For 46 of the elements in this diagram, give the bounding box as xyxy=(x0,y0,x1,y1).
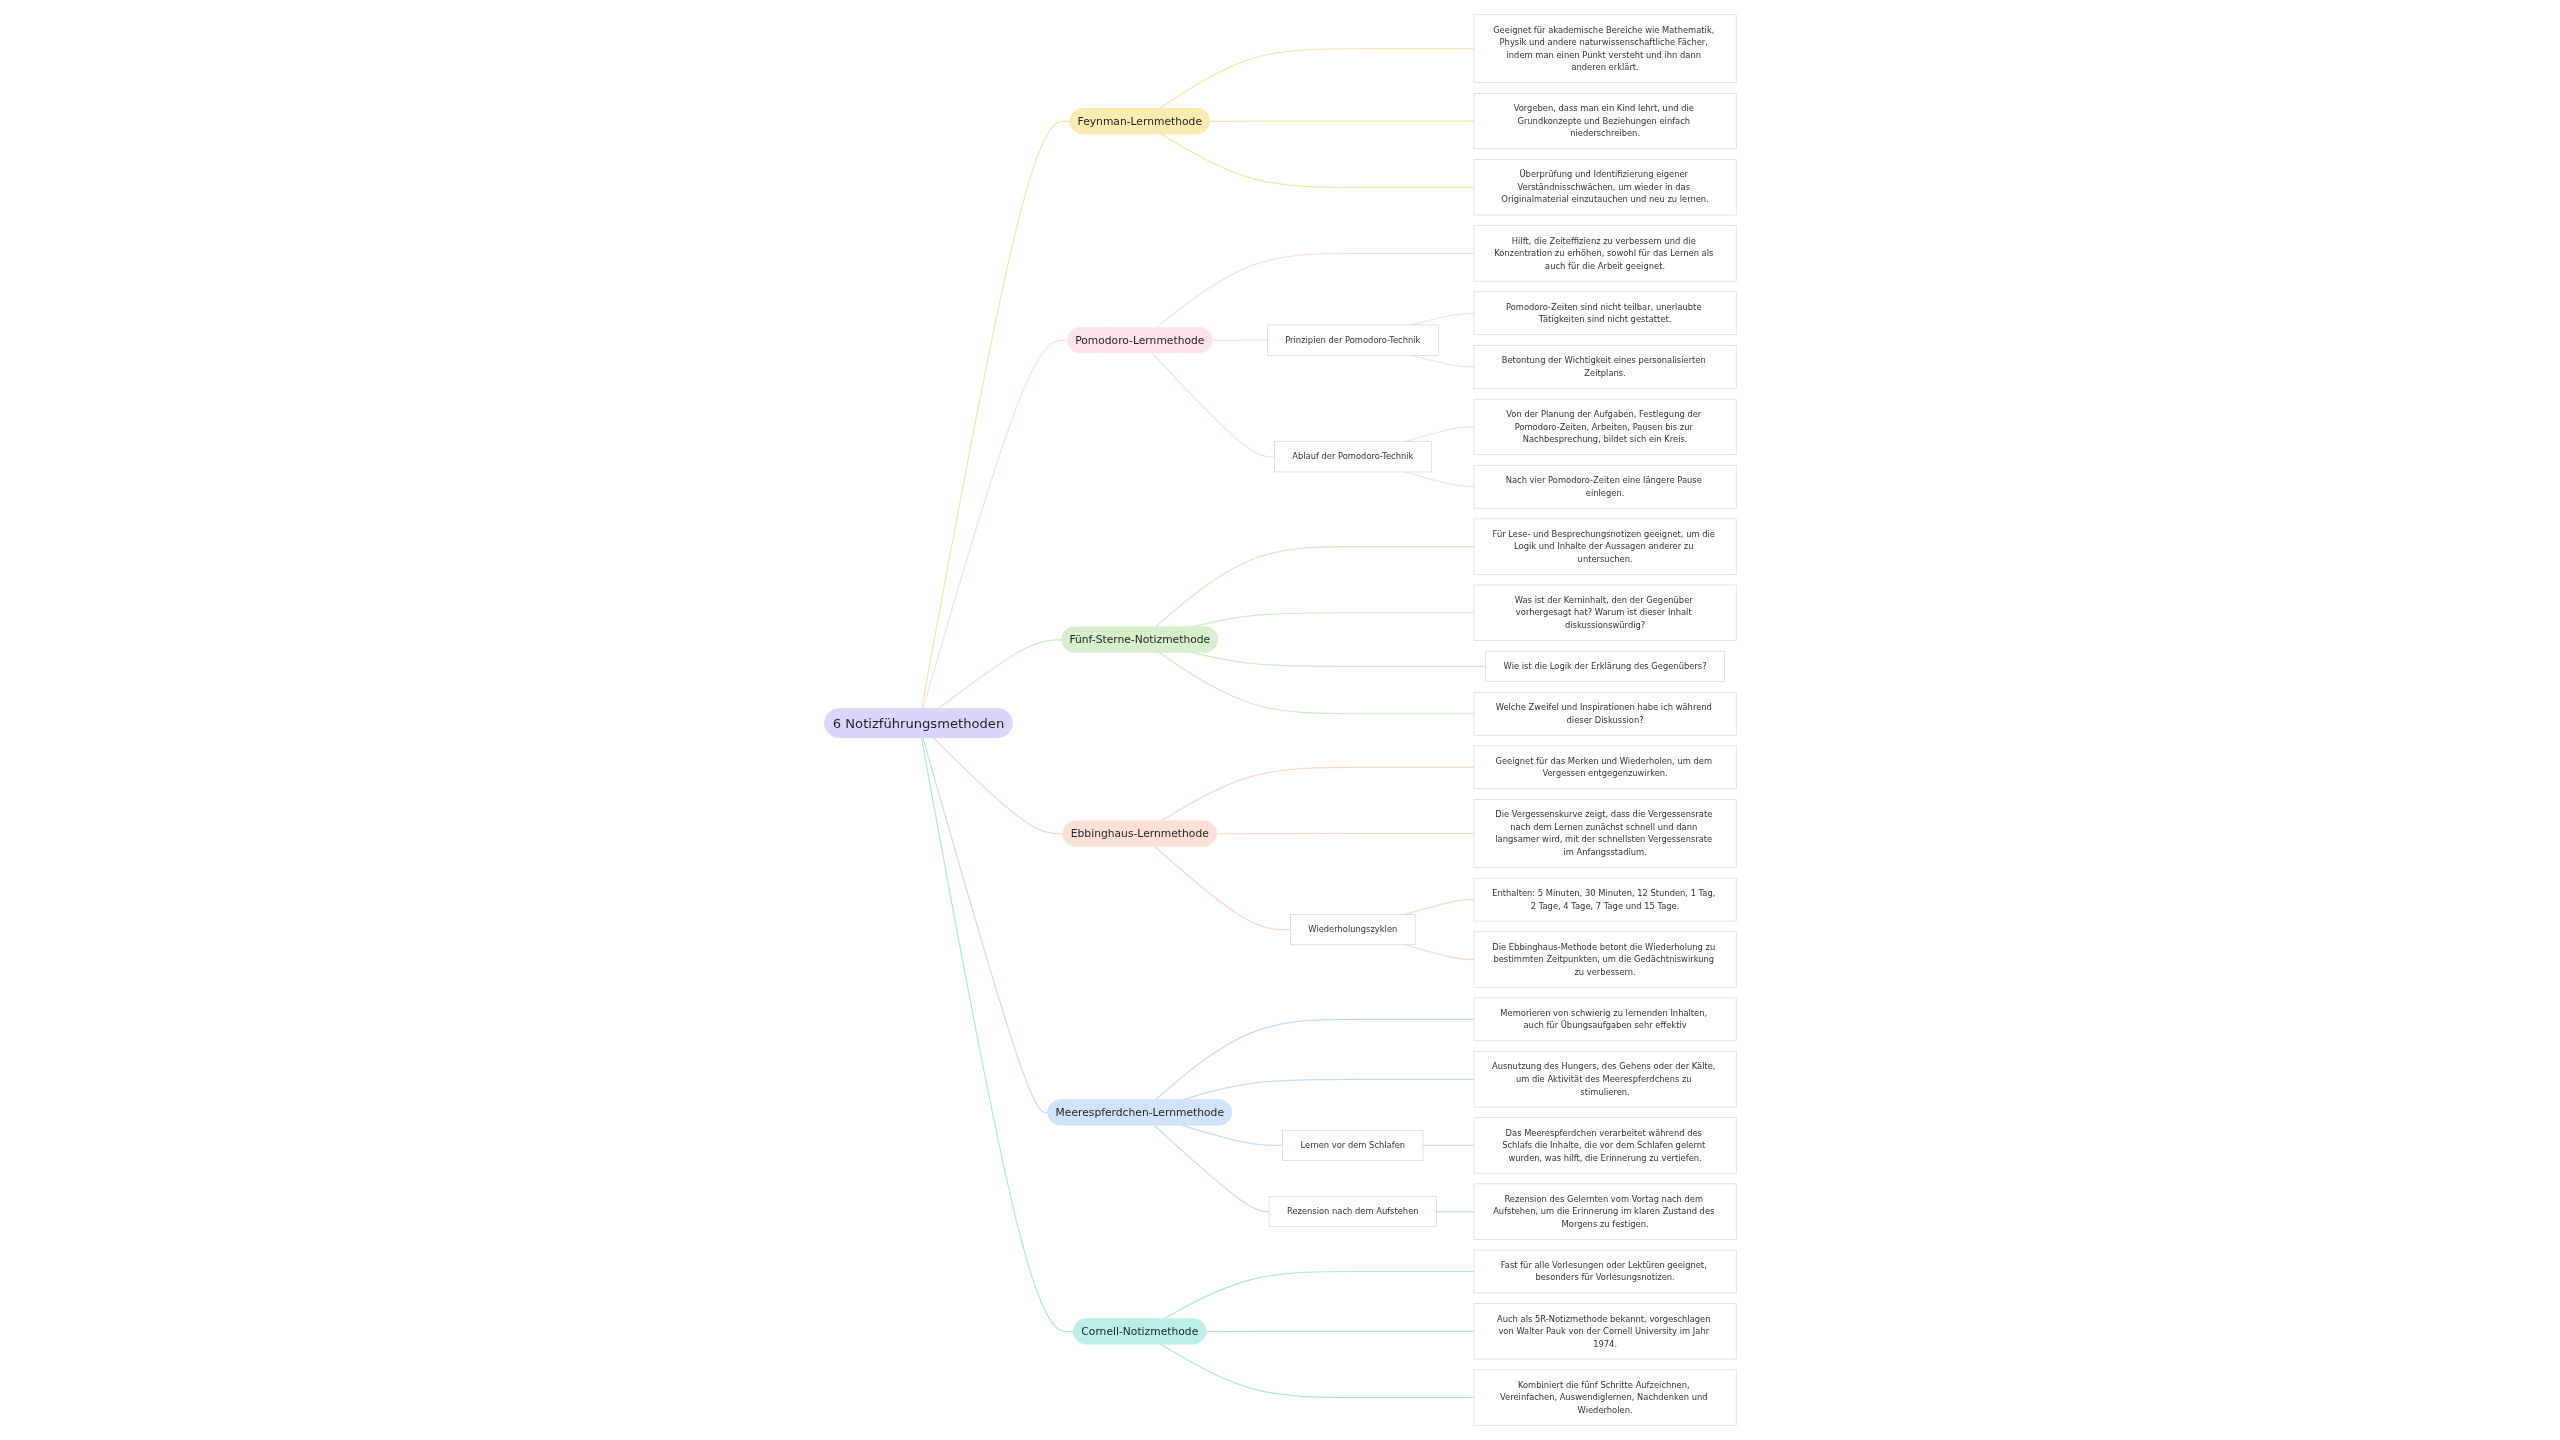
connector xyxy=(932,737,1064,835)
connector xyxy=(1159,133,1475,188)
connector xyxy=(1157,651,1475,715)
node-box: Ablauf der Pomodoro-Technik xyxy=(1273,441,1432,473)
connector xyxy=(1152,1124,1270,1213)
connector xyxy=(921,339,1068,710)
node-box: Hilft, die Zeiteffizienz zu verbessern und die Konzentration zu erhöhen, sowohl für das Lernen als auch für die Arbeit geeignet. xyxy=(1473,225,1736,282)
connector xyxy=(1153,546,1475,628)
connector xyxy=(1208,120,1475,123)
node-box: Fast für alle Vorlesungen oder Lektüren geeignet, besonders für Vorlesungsnotizen. xyxy=(1473,1249,1736,1294)
node-box: Für Lese- und Besprechungsnotizen geeignet, um die Logik und Inhalte der Aussagen anderer zu untersuchen. xyxy=(1473,518,1736,575)
connector xyxy=(1150,352,1275,458)
connector xyxy=(1159,1343,1475,1399)
node-box: Memorieren von schwierig zu lernenden Inhalten, auch für Übungsaufgaben sehr effektiv xyxy=(1473,997,1736,1042)
node-box: Auch als 5R-Notizmethode bekannt, vorgeschlagen von Walter Pauk von der Cornell University im Jahr 1974. xyxy=(1473,1303,1736,1360)
node-box: Rezension nach dem Aufstehen xyxy=(1268,1196,1437,1228)
node-box: Betontung der Wichtigkeit eines personalisierten Zeitplans. xyxy=(1473,345,1736,389)
connector xyxy=(1215,832,1475,835)
node-box: Wie ist die Logik der Erklärung des Gegenübers? xyxy=(1484,650,1725,682)
node-box: Prinzipien der Pomodoro-Technik xyxy=(1266,324,1439,356)
connector xyxy=(920,737,1075,1333)
node-box: Wiederholungszyklen xyxy=(1289,914,1415,946)
connector xyxy=(921,737,1049,1114)
node-box: Von der Planung der Aufgaben, Festlegung der Pomodoro-Zeiten, Arbeiten, Pausen bis zur Nachbesprechung, bildet sich ein Kreis. xyxy=(1473,398,1736,455)
connector xyxy=(920,120,1071,710)
node-box: Rezension des Gelernten vom Vortag nach dem Aufstehen, um die Erinnerung im klaren Zustand des Morgens zu festigen. xyxy=(1473,1183,1736,1240)
node-box: Die Vergessenskurve zeigt, dass die Vergessensrate nach dem Lernen zunächst schnell und dann langsamer wird, mit der schnellsten Vergessensrate im Anfangsstadium. xyxy=(1473,799,1736,868)
node-box: Das Meerespferdchen verarbeitet während des Schlafs die Inhalte, die vor dem Schlafen gelernt wurden, was hilft, die Erinnerung zu vertiefen. xyxy=(1473,1117,1736,1174)
node-box: Ausnutzung des Hungers, des Gehens oder der Kälte, um die Aktivität des Meerespferdchens zu stimulieren. xyxy=(1473,1051,1736,1108)
connector xyxy=(1153,1018,1475,1101)
node-box: Enthalten: 5 Minuten, 30 Minuten, 12 Stunden, 1 Tag, 2 Tage, 4 Tage, 7 Tage und 15 Tage. xyxy=(1473,877,1736,922)
node-box: Pomodoro-Zeiten sind nicht teilbar, unerlaubte Tätigkeiten sind nicht gestattet. xyxy=(1473,291,1736,336)
node-box: Was ist der Kerninhalt, den der Gegenüber vorhergesagt hat? Warum ist dieser Inhalt diskussionswürdig? xyxy=(1473,584,1736,641)
connector xyxy=(1421,1144,1475,1147)
connector xyxy=(1435,1211,1475,1213)
node-box: Kombiniert die fünf Schritte Aufzeichnen, Vereinfachen, Auswendiglernen, Nachdenken und Wiederholen. xyxy=(1473,1369,1736,1426)
node-box: Geeignet für das Merken und Wiederholen, um dem Vergessen entgegenzuwirken. xyxy=(1473,745,1736,790)
node-box: Welche Zweifel und Inspirationen habe ich während dieser Diskussion? xyxy=(1473,692,1736,736)
node-box: Überprüfung und Identifizierung eigener Verständnisschwächen, um wieder in das Originalmaterial einzutauchen und neu zu lernen. xyxy=(1473,159,1736,216)
node-box: Nach vier Pomodoro-Zeiten eine längere Pause einlegen. xyxy=(1473,464,1736,509)
node-box: Geeignet für akademische Bereiche wie Mathematik, Physik und andere naturwissenschaftliche Fächer, indem man einen Punkt versteht und ihn dann anderen erklärt. xyxy=(1473,14,1736,83)
node-box: Die Ebbinghaus-Methode betont die Wiederholung zu bestimmten Zeitpunkten, um die Gedächtniswirkung zu verbessern. xyxy=(1473,931,1736,988)
connector xyxy=(1153,845,1291,931)
connector xyxy=(1205,1330,1475,1333)
node-box: Lernen vor dem Schlafen xyxy=(1281,1129,1423,1161)
node-box: Vorgeben, dass man ein Kind lehrt, und die Grundkonzepte und Beziehungen einfach niederschreiben. xyxy=(1473,93,1736,150)
